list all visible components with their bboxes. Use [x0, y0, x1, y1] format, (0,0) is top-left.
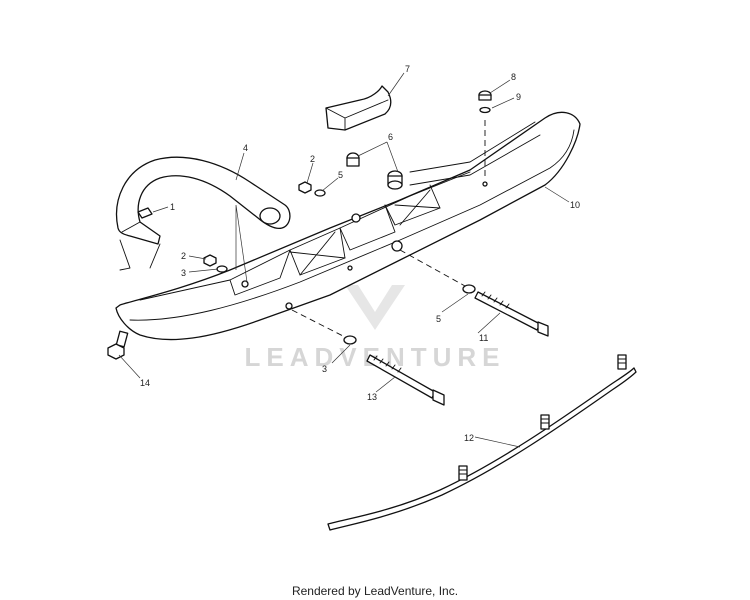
callout-2b: 2: [310, 154, 315, 164]
part-8-9-nut-washer[interactable]: [478, 90, 492, 180]
part-2-5-top-hardware[interactable]: [298, 181, 326, 197]
callout-14: 14: [140, 378, 150, 388]
part-1-clip[interactable]: [137, 207, 153, 219]
callouts: 1 2 3 4 2 5 6 7 8 9 10 5 11 3 13 12 14: [140, 64, 580, 443]
callout-5a: 5: [338, 170, 343, 180]
callout-8: 8: [511, 72, 516, 82]
part-2-3-left-hardware[interactable]: [203, 254, 228, 273]
callout-11: 11: [479, 333, 488, 343]
part-14-bolt[interactable]: [107, 330, 129, 360]
callout-3b: 3: [322, 364, 327, 374]
part-13-bolt[interactable]: [291, 309, 445, 406]
callout-7: 7: [405, 64, 410, 74]
callout-6: 6: [388, 132, 393, 142]
callout-10: 10: [570, 200, 580, 210]
watermark-text: LEADVENTURE: [244, 342, 505, 372]
callout-4: 4: [243, 143, 248, 153]
part-7-block[interactable]: [325, 85, 392, 131]
part-6-bushings[interactable]: [346, 152, 403, 190]
render-credit: Rendered by LeadVenture, Inc.: [291, 584, 459, 598]
callout-13: 13: [367, 392, 377, 402]
callout-9: 9: [516, 92, 521, 102]
part-11-bolt[interactable]: [399, 249, 549, 337]
ski-runner[interactable]: [327, 354, 637, 531]
ski-body[interactable]: [115, 111, 581, 341]
callout-1: 1: [170, 202, 175, 212]
callout-12: 12: [464, 433, 474, 443]
leader-lines: [118, 72, 570, 448]
callout-3a: 3: [181, 268, 186, 278]
callout-2a: 2: [181, 251, 186, 261]
watermark-logo: [345, 285, 405, 330]
ski-handle[interactable]: [116, 156, 291, 271]
callout-5b: 5: [436, 314, 441, 324]
